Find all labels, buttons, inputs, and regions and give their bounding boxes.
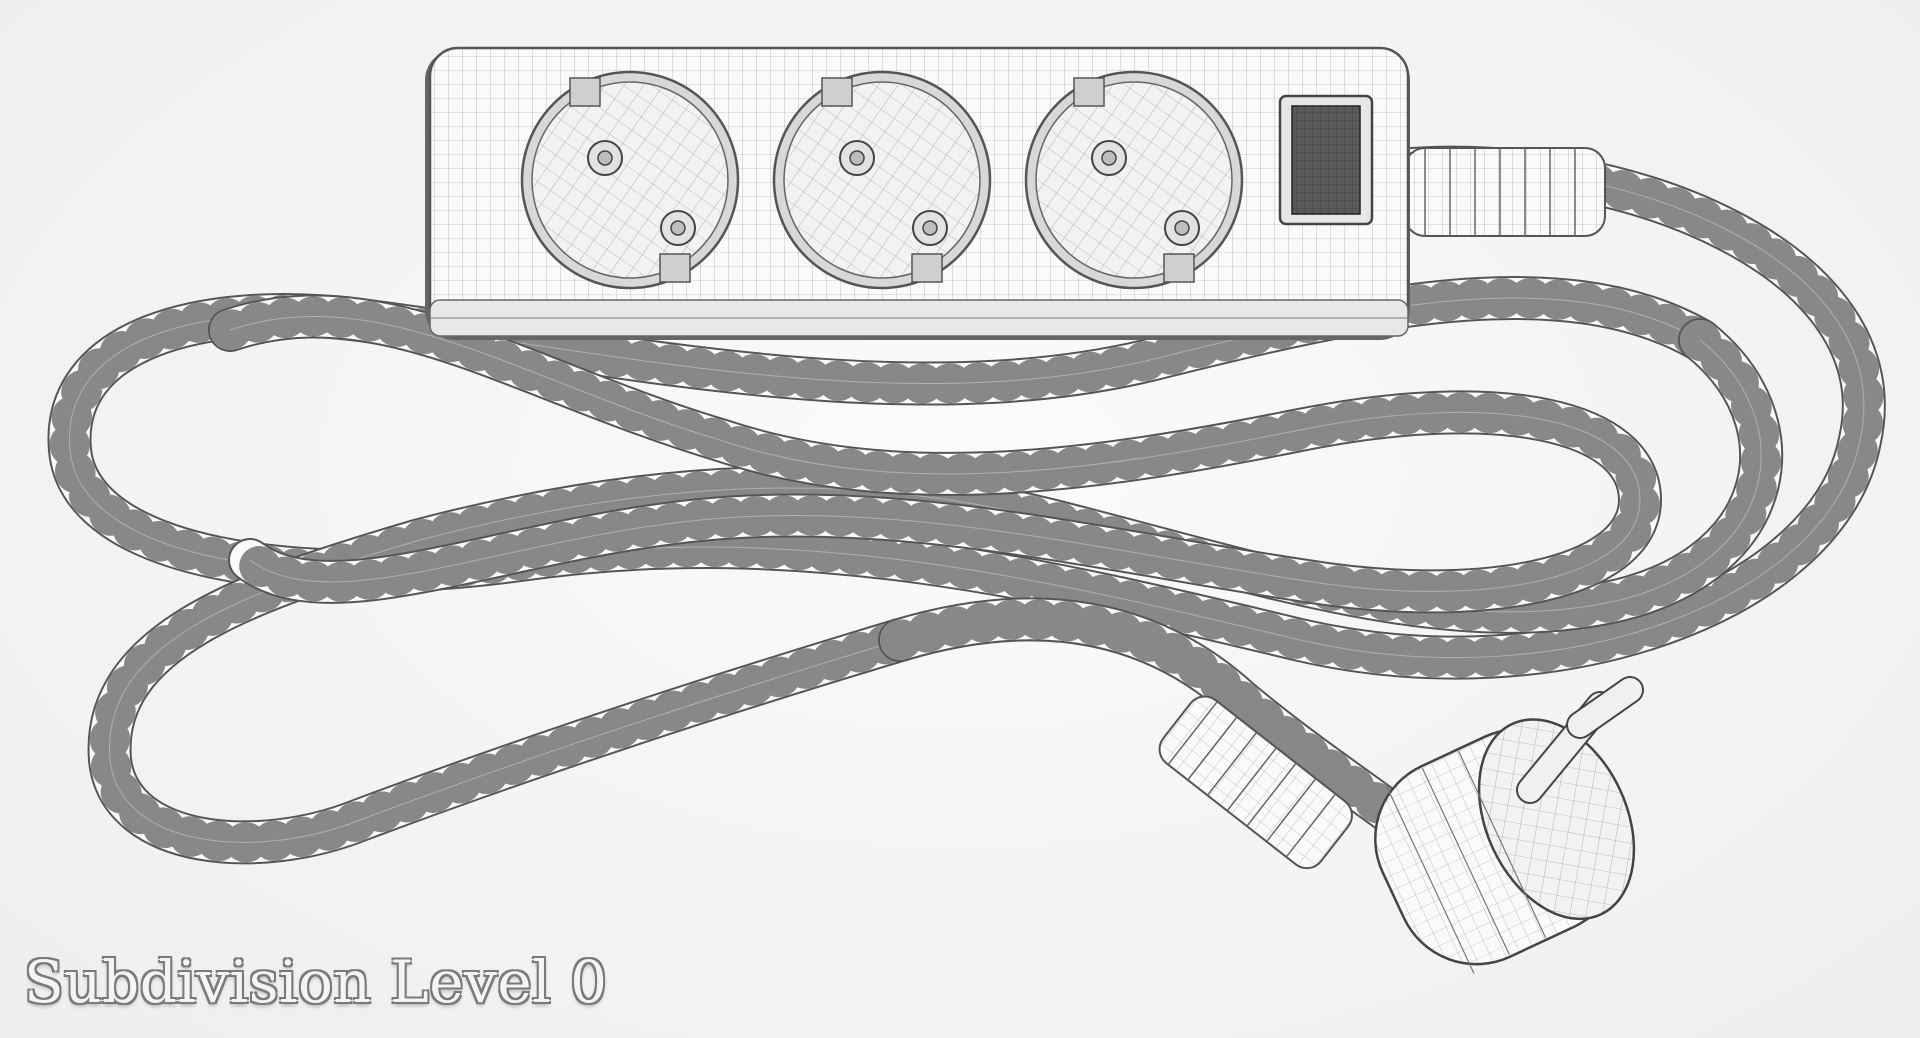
power-switch [1278, 94, 1374, 226]
socket-2 [772, 70, 992, 290]
schuko-plug [1374, 676, 1644, 974]
strain-relief-strip [1404, 147, 1606, 237]
subdivision-level-caption: Subdivision Level 0 [24, 948, 608, 1016]
power-strip [425, 46, 1410, 340]
strain-relief-plug [1158, 695, 1353, 870]
socket-1 [520, 70, 740, 290]
cable [47, 145, 1886, 865]
plug-pins [1516, 676, 1644, 804]
socket-3 [1024, 70, 1244, 290]
